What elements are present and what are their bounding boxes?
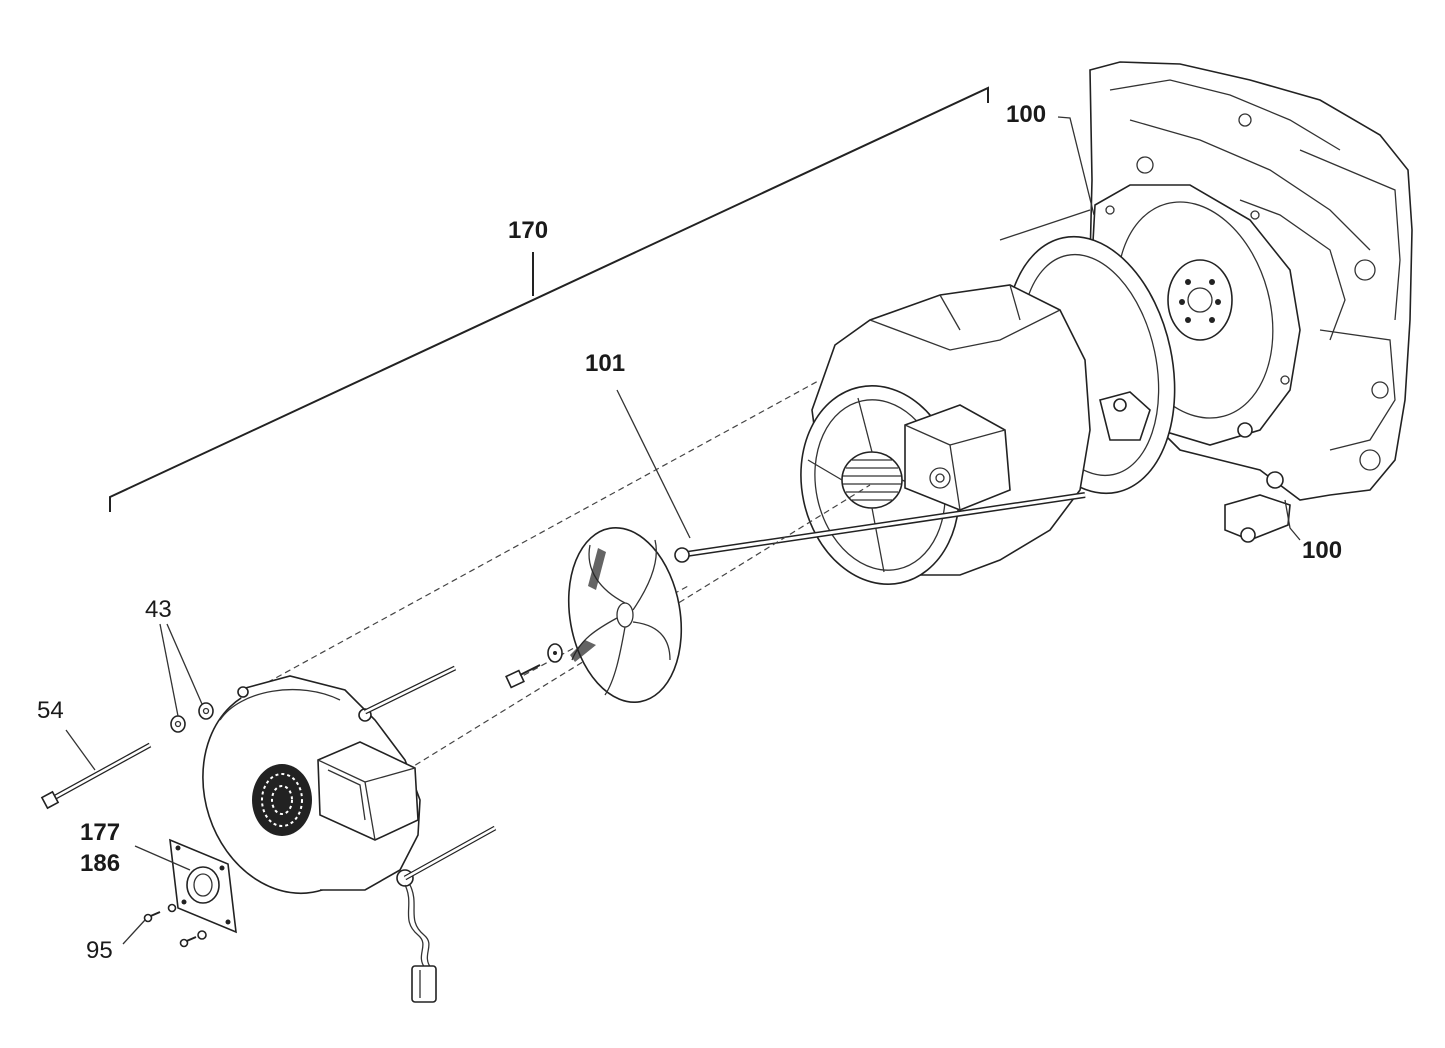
callout-43: 43 <box>145 596 172 623</box>
end-cover-box <box>317 741 419 841</box>
access-plate <box>169 838 237 934</box>
screw-set-95 <box>143 903 207 948</box>
callout-170: 170 <box>508 217 548 244</box>
callout-186: 186 <box>80 850 120 877</box>
guide-line-upper <box>249 379 821 693</box>
generator-housing <box>800 284 1091 585</box>
cable-plug <box>404 884 437 1003</box>
front-end-cover <box>202 665 497 895</box>
callout-100-top: 100 <box>1006 101 1046 128</box>
washers-43 <box>170 702 214 733</box>
callout-100-bottom: 100 <box>1302 537 1342 564</box>
callout-54: 54 <box>37 697 64 724</box>
fan-grille <box>841 451 903 509</box>
cooling-fan-impeller <box>567 527 683 703</box>
callout-177: 177 <box>80 819 120 846</box>
fan-bolt-washer <box>505 643 563 689</box>
long-bolt-54 <box>40 742 152 810</box>
through-bolt-101 <box>674 492 1086 563</box>
end-cover-grille <box>252 764 312 836</box>
bolt-guide-upper <box>999 209 1091 241</box>
assembly-bracket-170 <box>109 86 989 512</box>
callout-labels: 170 100 100 101 43 54 177 186 95 <box>37 101 1342 964</box>
fan-bolt-head <box>505 669 525 689</box>
mounting-brackets <box>1099 391 1291 543</box>
callout-95: 95 <box>86 937 113 964</box>
leader-lines <box>65 116 1301 945</box>
flywheel-hub <box>1167 259 1233 341</box>
callout-101: 101 <box>585 350 625 377</box>
